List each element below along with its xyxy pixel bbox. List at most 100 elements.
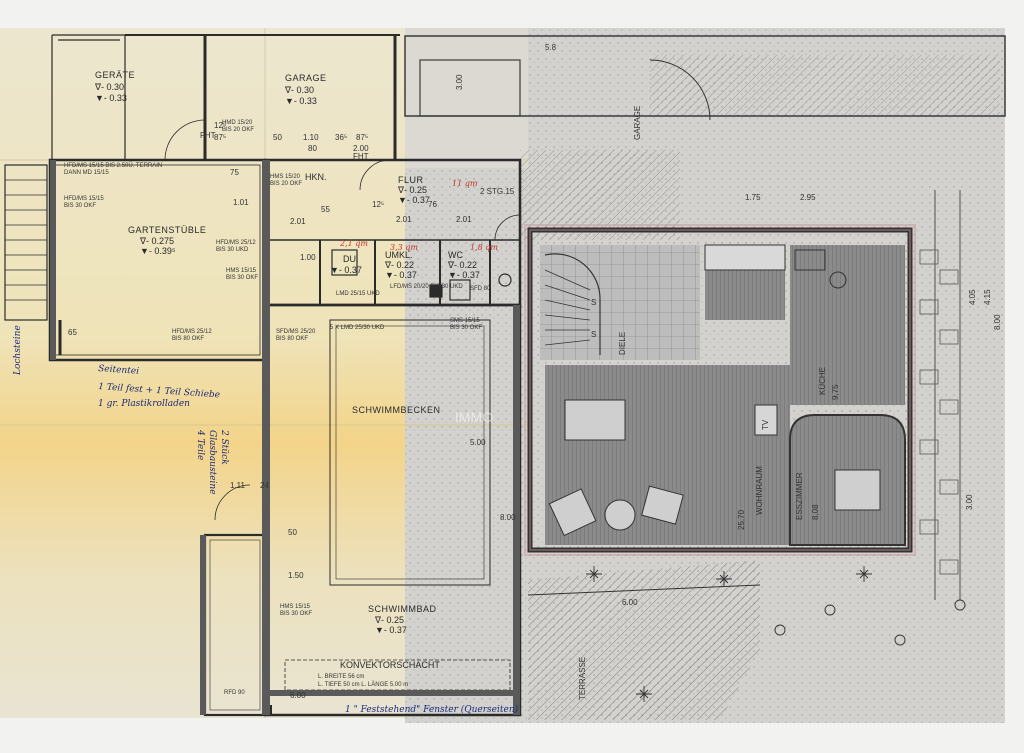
dim-d25: 2 STG.15 [480, 187, 515, 196]
room-konvektorschacht: KONVEKTORSCHACHT [340, 660, 440, 670]
level-schwimmbad-1: ∇- 0.25 [374, 615, 404, 625]
right-dim-6: 2.95 [800, 193, 816, 202]
note-n26: RFD 90 [224, 690, 245, 696]
dim-d7: FHT [353, 152, 369, 161]
dim-d16: 5.00 [470, 438, 486, 447]
right-label-tv: TV [761, 419, 770, 430]
level-flur-1: ∇- 0.25 [397, 185, 427, 195]
note-n8: BIS 30 UKD [216, 247, 249, 253]
note-n15: 5 X LMD 25/30 UKD [330, 325, 385, 331]
right-label-diele: DIELE [618, 332, 627, 355]
room-gartenstueble: GARTENSTÜBLE [128, 225, 206, 235]
note-n9: HMS 15/15 [226, 268, 257, 274]
room-umkl: UMKL. [385, 250, 413, 260]
note-n19: BIS 30 OKF [450, 325, 482, 331]
level-geraete-1: ∇- 0.30 [94, 82, 124, 92]
hand-h8: 1 " Feststehend" Fenster (Querseiten) [345, 704, 519, 715]
red-area-wc: 1,8 qm [470, 243, 498, 252]
dim-d18: 1.11 [230, 481, 246, 490]
right-dim-8: 1.75 [745, 193, 761, 202]
dim-d17: 8.00 [500, 513, 516, 522]
right-dim-5: 5.8 [545, 43, 557, 52]
level-umkl-1: ∇- 0.22 [384, 260, 414, 270]
note-n2: DANN MD 15/15 [64, 170, 109, 176]
right-label-s2: S [591, 330, 596, 339]
dim-d5: 80 [308, 144, 317, 153]
level-schwimmbad-2: ▼- 0.37 [375, 625, 407, 635]
note-n12: BIS 80 OKF [172, 336, 204, 342]
right-dim-3: 4.05 [968, 289, 977, 305]
room-geraete: GERÄTE [95, 70, 135, 80]
note-n23: BIS 20 OKF [270, 181, 302, 187]
hand-h7: Glasbausteine [207, 430, 217, 495]
note-n13: SFD/MS 25/20 [276, 329, 316, 335]
note-n25: SFD 80 [470, 286, 491, 292]
hand-h2: 2 Stück [219, 429, 229, 465]
level-gartenstueble-2: ▼- 0.39⁵ [140, 246, 176, 256]
dim-d8: 1.01 [233, 198, 249, 207]
dim-d14: 2.01 [456, 215, 472, 224]
note-n11: HFD/MS 25/12 [172, 329, 212, 335]
note-n10: BIS 30 OKF [226, 275, 258, 281]
level-du-1: ▼- 0.37 [330, 265, 362, 275]
right-floor-plan [404, 35, 1006, 720]
konvektor-line-2: L. TIEFE 50 cm L. LÄNGE 5.00 m [318, 681, 408, 688]
right-dim-1: 6.00 [622, 598, 638, 607]
level-garage-2: ▼- 0.33 [285, 96, 317, 106]
dim-d6: 2.00 [353, 144, 369, 153]
right-area-2: 9,75 [831, 384, 840, 400]
left-room-labels: GERÄTE ∇- 0.30 ▼- 0.33 GARAGE ∇- 0.30 ▼-… [94, 70, 480, 688]
konvektor-line-1: L. BREITE 56 cm [318, 674, 364, 680]
note-n24: HKN. [305, 172, 327, 182]
level-wc-1: ∇- 0.22 [447, 260, 477, 270]
dim-d4: 87⁵ [356, 133, 368, 142]
red-area-du: 2,1 qm [339, 239, 368, 248]
red-area-umkl: 3,3 qm [390, 243, 418, 252]
watermark: IMMO [455, 409, 493, 425]
level-gartenstueble-1: ∇- 0.275 [139, 236, 174, 246]
right-label-kueche: KÜCHE [818, 367, 827, 395]
room-wc: WC [448, 250, 463, 260]
dim-d3: 36⁵ [335, 133, 347, 142]
note-n17: LFD/MS 20/20 BIS 30 UKD [390, 284, 463, 290]
note-n18: SMS 15/15 [450, 318, 480, 324]
dim-d28: 75 [230, 168, 239, 177]
level-geraete-2: ▼- 0.33 [95, 93, 127, 103]
left-construction-notes: HFD/MS 15/15 BIS 2.50Ü. TERRAIN DANN MD … [64, 120, 491, 696]
right-room-labels: GARAGE DIELE KÜCHE WOHNRAUM ESSZIMMER TE… [455, 43, 1002, 700]
note-n7: HFD/MS 25/12 [216, 240, 256, 246]
room-flur: FLUR [398, 175, 424, 185]
note-n22: HMS 15/20 [270, 174, 301, 180]
right-area-3: 8,08 [811, 504, 820, 520]
room-du: DU. [343, 254, 359, 264]
note-n20: HMS 15/15 [280, 604, 311, 610]
level-wc-2: ▼- 0.37 [448, 270, 480, 280]
room-schwimmbecken: SCHWIMMBECKEN [352, 405, 441, 415]
dim-d26: 12⁵ [214, 121, 226, 130]
right-dim-9: 8.00 [993, 314, 1002, 330]
note-n4: BIS 30 OKF [64, 203, 96, 209]
note-n16: LMD 25/15 UKD [336, 291, 380, 297]
dim-d1: 50 [273, 133, 282, 142]
dim-d10: 55 [321, 205, 330, 214]
right-dim-2: 3.00 [965, 494, 974, 510]
note-n5: HMD 15/20 [222, 120, 253, 126]
room-schwimmbad: SCHWIMMBAD [368, 604, 437, 614]
note-n21: BIS 30 OKF [280, 611, 312, 617]
note-n6: BIS 20 OKF [222, 127, 254, 133]
hand-h5: 1 gr. Plastikrolladen [98, 399, 190, 409]
dim-d11: 12⁵ [372, 200, 384, 209]
dim-d2: 1.10 [303, 133, 319, 142]
right-area-1: 25,70 [737, 509, 746, 530]
left-dimensions: 50 1.10 36⁵ 87⁵ 80 2.00 FHT 1.01 2.01 55… [68, 121, 516, 700]
dim-d20: 50 [288, 528, 297, 537]
hand-h3: Seitentei [98, 364, 140, 377]
dim-d22: 1.50 [288, 571, 304, 580]
right-dim-4: 4.15 [983, 289, 992, 305]
dim-d13: 2.01 [396, 215, 412, 224]
note-n14: BIS 80 OKF [276, 336, 308, 342]
right-label-s1: S [591, 298, 596, 307]
dim-d27: 87⁵ [214, 133, 226, 142]
dim-d12: 76 [428, 200, 437, 209]
